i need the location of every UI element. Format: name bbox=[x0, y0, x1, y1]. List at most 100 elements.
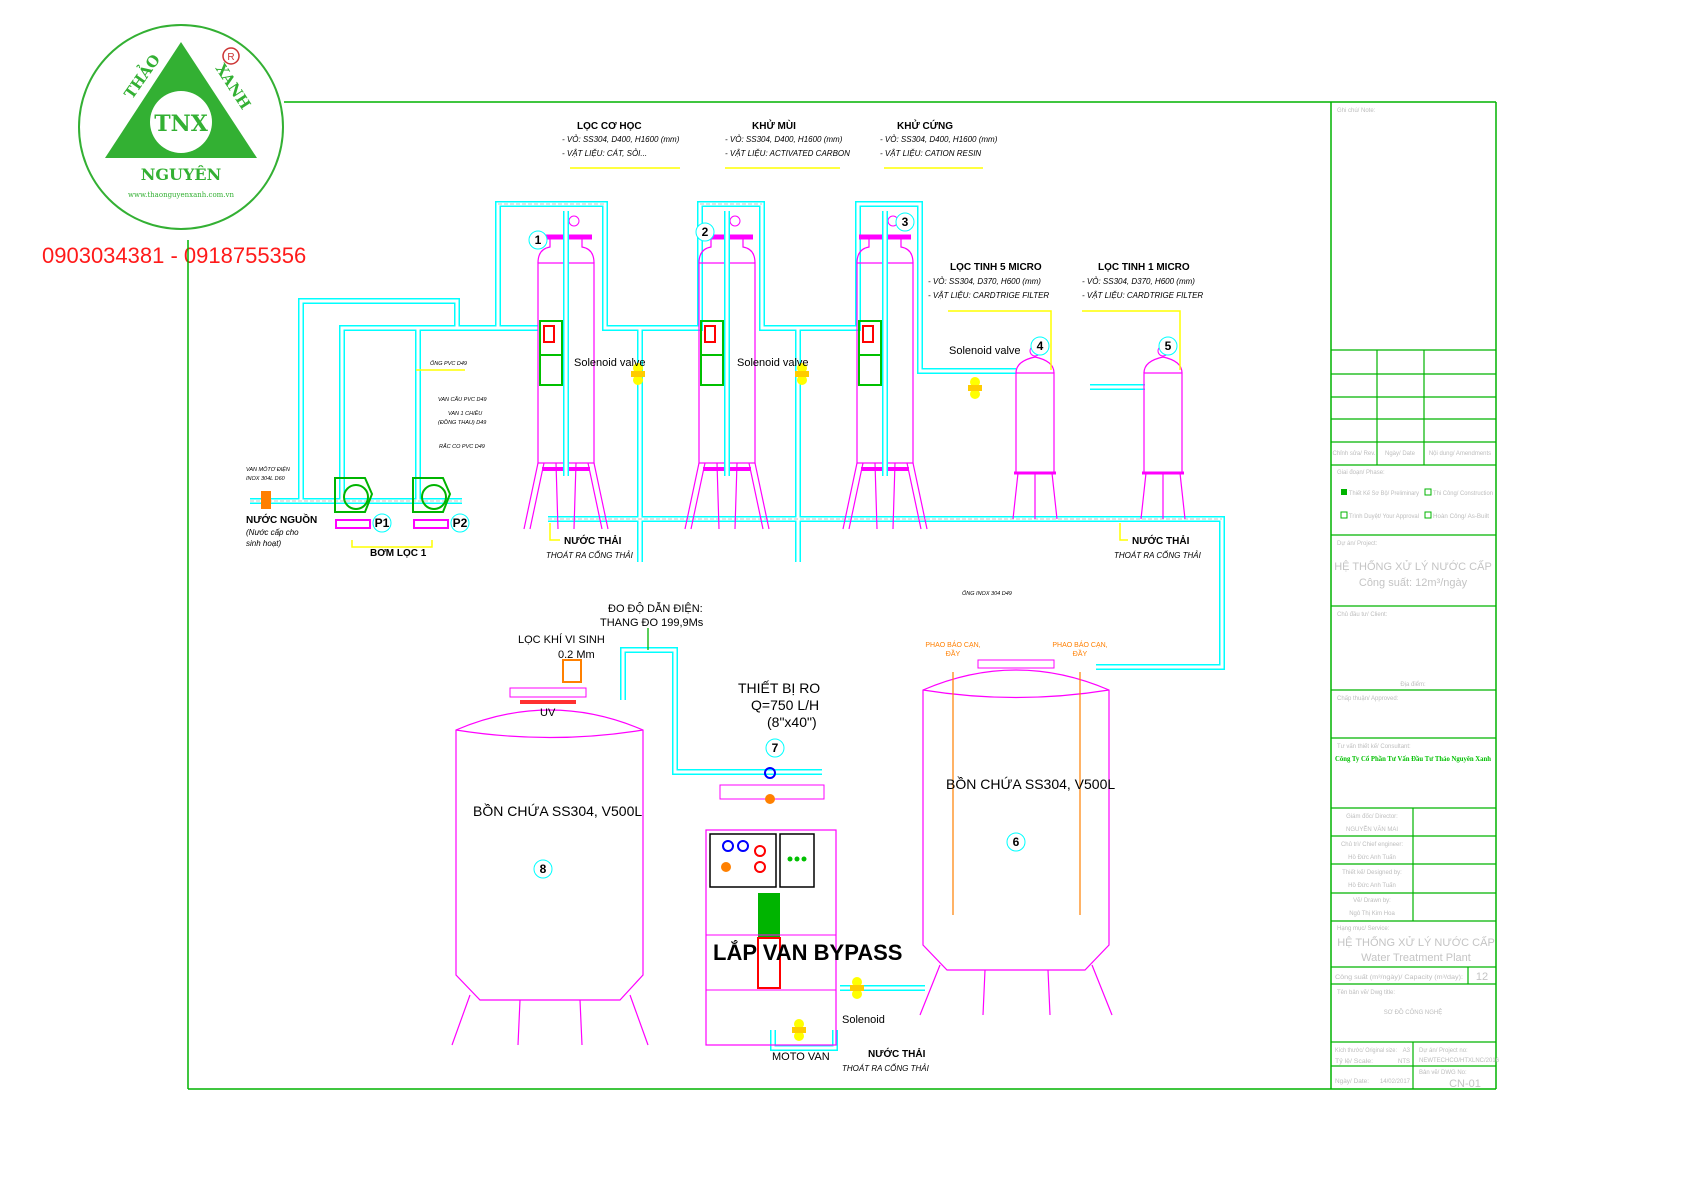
svg-text:1: 1 bbox=[535, 233, 542, 247]
svg-text:Bản vẽ/ DWG No:: Bản vẽ/ DWG No: bbox=[1419, 1070, 1467, 1076]
svg-text:THOÁT RA CỐNG THẢI: THOÁT RA CỐNG THẢI bbox=[1114, 551, 1202, 560]
svg-text:ỐNG PVC D49: ỐNG PVC D49 bbox=[430, 360, 467, 367]
filter-1-label: LỌC CƠ HỌC - VỎ: SS304, D400, H1600 (mm)… bbox=[562, 121, 680, 169]
svg-text:- VẬT LIỆU: CARDTRIGE FILTER: - VẬT LIỆU: CARDTRIGE FILTER bbox=[1082, 291, 1203, 300]
svg-text:- VỎ: SS304, D400, H1600 (mm): - VỎ: SS304, D400, H1600 (mm) bbox=[880, 135, 998, 144]
svg-text:Địa điểm:: Địa điểm: bbox=[1400, 681, 1426, 688]
svg-text:Ghi chú/ Note:: Ghi chú/ Note: bbox=[1337, 108, 1376, 114]
svg-text:NƯỚC THẢI: NƯỚC THẢI bbox=[868, 1047, 926, 1060]
svg-text:- VẬT LIỆU: CATION RESIN: - VẬT LIỆU: CATION RESIN bbox=[880, 149, 981, 158]
pipe-fitting-labels: ỐNG PVC D49 VAN CẦU PVC D49 VAN 1 CHIỀU … bbox=[416, 360, 487, 450]
svg-text:Tư vấn thiết kế/ Consultant:: Tư vấn thiết kế/ Consultant: bbox=[1337, 744, 1411, 750]
svg-text:ĐẦY: ĐẦY bbox=[946, 648, 961, 658]
pump-group-label: BƠM LỌC 1 bbox=[370, 548, 427, 559]
solenoid-valve-label-2: Solenoid valve bbox=[737, 357, 809, 369]
filter-5-label: LỌC TINH 1 MICRO - VỎ: SS304, D370, H600… bbox=[1082, 262, 1203, 370]
title-block: Ghi chú/ Note: Chỉnh sửa/ Rev. Ngày/ Dat… bbox=[1331, 108, 1500, 1090]
svg-text:LỌC TINH 5 MICRO: LỌC TINH 5 MICRO bbox=[950, 262, 1042, 273]
svg-text:NGUYỄN VĂN MAI: NGUYỄN VĂN MAI bbox=[1346, 826, 1398, 833]
svg-text:P1: P1 bbox=[375, 516, 390, 530]
svg-text:- VỎ: SS304, D370, H600 (mm): - VỎ: SS304, D370, H600 (mm) bbox=[1082, 277, 1195, 286]
svg-text:7: 7 bbox=[772, 741, 779, 755]
svg-text:TNX: TNX bbox=[154, 111, 208, 137]
svg-text:PHAO BÁO CẠN,: PHAO BÁO CẠN, bbox=[1052, 640, 1107, 649]
svg-text:0.2 Mm: 0.2 Mm bbox=[558, 649, 595, 661]
svg-text:8: 8 bbox=[540, 862, 547, 876]
svg-text:Thiết Kế Sơ Bộ/ Preliminary: Thiết Kế Sơ Bộ/ Preliminary bbox=[1349, 491, 1419, 497]
cartridge-filter-4 bbox=[1011, 344, 1059, 521]
svg-text:3: 3 bbox=[902, 215, 909, 229]
svg-text:ĐẦY: ĐẦY bbox=[1073, 648, 1088, 658]
svg-text:www.thaonguyenxanh.com.vn: www.thaonguyenxanh.com.vn bbox=[128, 191, 234, 199]
svg-text:Q=750 L/H: Q=750 L/H bbox=[751, 697, 819, 713]
ro-solenoid-valve bbox=[850, 977, 864, 999]
pump-p2: P2 bbox=[412, 477, 470, 533]
svg-text:- VỎ: SS304, D370, H600 (mm): - VỎ: SS304, D370, H600 (mm) bbox=[928, 277, 1041, 286]
svg-text:Chủ trì/ Chief engineer:: Chủ trì/ Chief engineer: bbox=[1341, 841, 1403, 848]
svg-text:12: 12 bbox=[1476, 971, 1488, 983]
pump-group-bracket bbox=[351, 540, 433, 548]
svg-text:2: 2 bbox=[702, 225, 709, 239]
svg-text:Chủ đầu tư/ Client:: Chủ đầu tư/ Client: bbox=[1337, 611, 1388, 618]
filter-2-label: KHỬ MÙI - VỎ: SS304, D400, H1600 (mm) - … bbox=[725, 119, 850, 169]
svg-text:NGUYÊN: NGUYÊN bbox=[141, 164, 221, 184]
svg-text:Nội dung/ Amendments: Nội dung/ Amendments bbox=[1429, 451, 1491, 457]
storage-tank-6: PHAO BÁO CẠN, ĐẦY PHAO BÁO CẠN, ĐẦY BỒN … bbox=[919, 640, 1115, 1016]
svg-text:Ngày/ Date:: Ngày/ Date: bbox=[1335, 1079, 1369, 1085]
phone-numbers: 0903034381 - 0918755356 bbox=[42, 243, 306, 268]
svg-text:A3: A3 bbox=[1403, 1048, 1411, 1054]
svg-text:LỌC TINH 1 MICRO: LỌC TINH 1 MICRO bbox=[1098, 262, 1190, 273]
svg-text:SƠ ĐỒ CÔNG NGHỆ: SƠ ĐỒ CÔNG NGHỆ bbox=[1384, 1008, 1442, 1016]
conductivity-label-2: THANG ĐO 199,9Ms bbox=[600, 617, 704, 629]
conductivity-label-1: ĐO ĐỘ DẪN ĐIỆN: bbox=[608, 602, 703, 615]
svg-text:BỒN CHỨA SS304, V500L: BỒN CHỨA SS304, V500L bbox=[946, 775, 1115, 792]
svg-text:14/02/2017: 14/02/2017 bbox=[1380, 1079, 1411, 1085]
svg-text:- VẬT LIỆU: CÁT, SỎI...: - VẬT LIỆU: CÁT, SỎI... bbox=[562, 149, 647, 158]
svg-text:5: 5 bbox=[1165, 339, 1172, 353]
svg-text:Ngày/ Date: Ngày/ Date bbox=[1385, 451, 1416, 457]
waste-outlet-1: NƯỚC THẢI THOÁT RA CỐNG THẢI bbox=[546, 523, 634, 560]
company-logo: TNX THẢO XANH NGUYÊN www.thaonguyenxanh.… bbox=[78, 24, 284, 230]
svg-text:HỆ THỐNG XỬ LÝ NƯỚC CẤP: HỆ THỐNG XỬ LÝ NƯỚC CẤP bbox=[1337, 935, 1495, 949]
svg-text:PHAO BÁO CẠN,: PHAO BÁO CẠN, bbox=[925, 640, 980, 649]
filter-4-label: LỌC TINH 5 MICRO - VỎ: SS304, D370, H600… bbox=[928, 262, 1052, 370]
waste-outlet-2: NƯỚC THẢI THOÁT RA CỐNG THẢI bbox=[1114, 523, 1202, 560]
filter-3-label: KHỬ CỨNG - VỎ: SS304, D400, H1600 (mm) -… bbox=[880, 119, 998, 169]
svg-text:NTS: NTS bbox=[1398, 1059, 1410, 1065]
ro-unit: THIẾT BỊ RO Q=750 L/H (8"x40") 7 bbox=[705, 680, 837, 1046]
svg-text:- VẬT LIỆU: ACTIVATED CARBON: - VẬT LIỆU: ACTIVATED CARBON bbox=[725, 149, 850, 158]
svg-text:NƯỚC THẢI: NƯỚC THẢI bbox=[564, 534, 622, 547]
svg-text:Chỉnh sửa/ Rev.: Chỉnh sửa/ Rev. bbox=[1333, 450, 1376, 457]
svg-text:R: R bbox=[227, 52, 234, 63]
svg-text:UV: UV bbox=[540, 707, 556, 719]
svg-text:Chấp thuận/ Approved:: Chấp thuận/ Approved: bbox=[1337, 696, 1399, 702]
svg-text:THIẾT BỊ RO: THIẾT BỊ RO bbox=[738, 680, 820, 696]
svg-text:(ĐỒNG THAU) D49: (ĐỒNG THAU) D49 bbox=[438, 419, 486, 426]
svg-text:NƯỚC THẢI: NƯỚC THẢI bbox=[1132, 534, 1190, 547]
svg-text:CN-01: CN-01 bbox=[1449, 1078, 1481, 1090]
svg-text:Vẽ/ Drawn by:: Vẽ/ Drawn by: bbox=[1353, 898, 1391, 904]
svg-text:Tỷ lệ/ Scale:: Tỷ lệ/ Scale: bbox=[1335, 1058, 1373, 1065]
svg-text:KHỬ CỨNG: KHỬ CỨNG bbox=[897, 119, 953, 132]
svg-text:Hoàn Công/ As-Built: Hoàn Công/ As-Built bbox=[1433, 514, 1489, 520]
pipe-network bbox=[250, 201, 1225, 1051]
svg-text:INOX 304L D60: INOX 304L D60 bbox=[246, 476, 286, 482]
pump-p1: P1 bbox=[334, 477, 392, 533]
motor-valve-ro bbox=[792, 1019, 806, 1041]
motor-valve-label: MOTO VAN bbox=[772, 1051, 830, 1063]
source-water-label: NƯỚC NGUỒN bbox=[246, 513, 317, 526]
svg-text:Giai đoạn/ Phase:: Giai đoạn/ Phase: bbox=[1337, 470, 1385, 476]
cartridge-filter-5 bbox=[1139, 344, 1187, 521]
drawing-frame bbox=[187, 101, 1497, 1090]
svg-text:Trình Duyệt/ Your Approval: Trình Duyệt/ Your Approval bbox=[1349, 514, 1419, 520]
svg-text:Công suất (m³/ngày)/ Capacity: Công suất (m³/ngày)/ Capacity (m³/day): bbox=[1335, 975, 1463, 981]
svg-text:Thiết kế/ Designed by:: Thiết kế/ Designed by: bbox=[1342, 870, 1402, 876]
svg-text:THOÁT RA CỐNG THẢI: THOÁT RA CỐNG THẢI bbox=[842, 1064, 930, 1073]
svg-text:Công suất: 12m³/ngày: Công suất: 12m³/ngày bbox=[1359, 577, 1468, 589]
svg-text:(8"x40"): (8"x40") bbox=[767, 714, 817, 730]
svg-text:P2: P2 bbox=[453, 516, 468, 530]
filter-numbers: 1 2 3 4 5 bbox=[528, 212, 1178, 356]
svg-text:Dự án/ Project:: Dự án/ Project: bbox=[1337, 541, 1378, 547]
svg-text:RẮC CO PVC D49: RẮC CO PVC D49 bbox=[439, 442, 485, 450]
svg-text:Hồ Đức Anh Tuấn: Hồ Đức Anh Tuấn bbox=[1348, 855, 1396, 861]
